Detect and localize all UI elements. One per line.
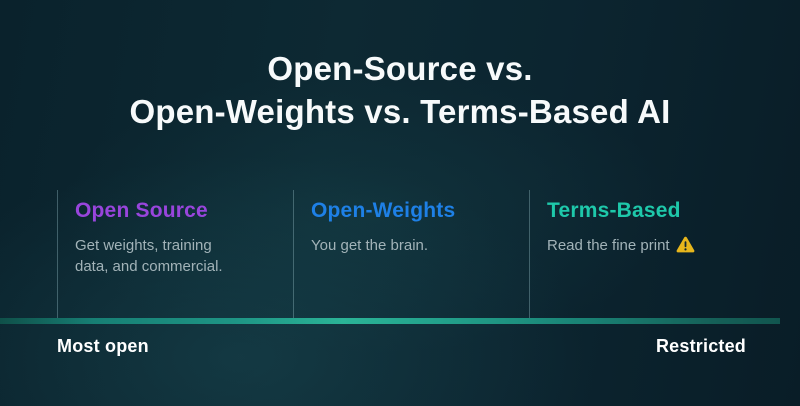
terms-based-description: Read the fine print	[547, 235, 719, 259]
title-line-1: Open-Source vs.	[267, 50, 533, 87]
scale-label-most-open: Most open	[57, 336, 149, 356]
warning-triangle-icon	[676, 236, 695, 259]
openness-spectrum-bar	[0, 318, 780, 324]
open-source-description: Get weights, training data, and commerci…	[75, 237, 223, 275]
comparison-columns: Open Source Get weights, training data, …	[57, 190, 765, 318]
scale-label-restricted: Restricted	[655, 336, 746, 356]
open-source-heading: Open Source	[75, 199, 208, 222]
column-open-source: Open Source Get weights, training data, …	[57, 190, 293, 318]
column-terms-based: Terms-Based Read the fine print	[529, 190, 765, 318]
open-weights-heading: Open-Weights	[311, 199, 456, 222]
column-open-weights: Open-Weights You get the brain.	[293, 190, 529, 318]
page-title: Open-Source vs. Open-Weights vs. Terms-B…	[0, 47, 800, 133]
terms-based-heading: Terms-Based	[547, 199, 681, 222]
spectrum-scale-labels: Most open Restricted	[57, 336, 746, 357]
open-weights-description: You get the brain.	[311, 237, 429, 254]
terms-based-description-text: Read the fine print	[547, 237, 670, 254]
title-line-2: Open-Weights vs. Terms-Based AI	[129, 93, 671, 130]
